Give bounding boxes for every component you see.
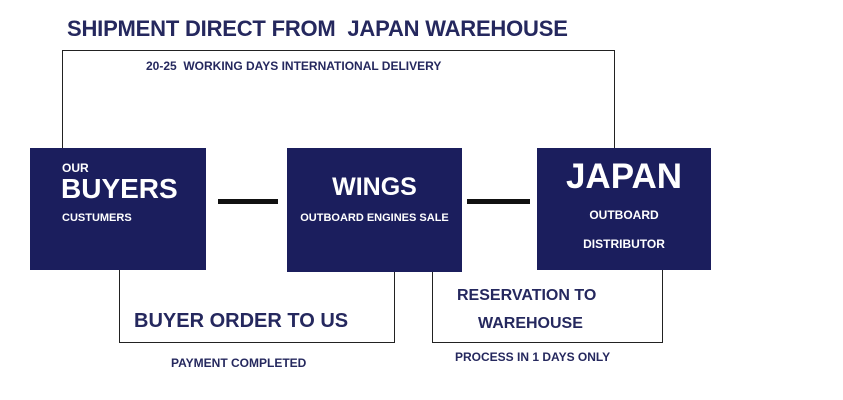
payment-label: PAYMENT COMPLETED xyxy=(171,356,307,370)
process-label: PROCESS IN 1 DAYS ONLY xyxy=(455,350,611,364)
wings-heading: WINGS xyxy=(332,173,417,201)
connector-buyers-wings xyxy=(218,199,278,204)
buyers-sub-label: CUSTUMERS xyxy=(62,212,132,224)
top-bracket-top xyxy=(62,50,614,51)
wings-box: WINGS OUTBOARD ENGINES SALE xyxy=(287,148,462,272)
japan-sub-label-1: OUTBOARD xyxy=(589,208,659,222)
buyer-order-label: BUYER ORDER TO US xyxy=(134,310,349,332)
reservation-bracket-left xyxy=(432,272,433,343)
buyers-heading: BUYERS xyxy=(61,173,178,204)
reservation-bracket-right xyxy=(662,270,663,343)
connector-wings-japan xyxy=(467,199,530,204)
buyers-box: OUR BUYERS CUSTUMERS xyxy=(30,148,206,270)
top-bracket-left xyxy=(62,50,63,148)
reservation-bracket-bottom xyxy=(432,342,663,343)
order-bracket-right xyxy=(394,272,395,343)
top-bracket-right xyxy=(614,50,615,148)
reservation-label-line2: WAREHOUSE xyxy=(478,315,583,332)
wings-sub-label: OUTBOARD ENGINES SALE xyxy=(300,212,449,224)
reservation-label-line1: RESERVATION TO xyxy=(457,287,597,304)
buyers-small-label: OUR xyxy=(62,161,89,175)
order-bracket-bottom xyxy=(119,342,395,343)
japan-box: JAPAN OUTBOARD DISTRIBUTOR xyxy=(537,148,711,270)
delivery-note: 20-25 WORKING DAYS INTERNATIONAL DELIVER… xyxy=(146,59,442,73)
diagram-title: SHIPMENT DIRECT FROM JAPAN WAREHOUSE xyxy=(67,16,568,41)
japan-sub-label-2: DISTRIBUTOR xyxy=(583,237,665,251)
order-bracket-left xyxy=(119,270,120,343)
japan-heading: JAPAN xyxy=(565,157,683,196)
